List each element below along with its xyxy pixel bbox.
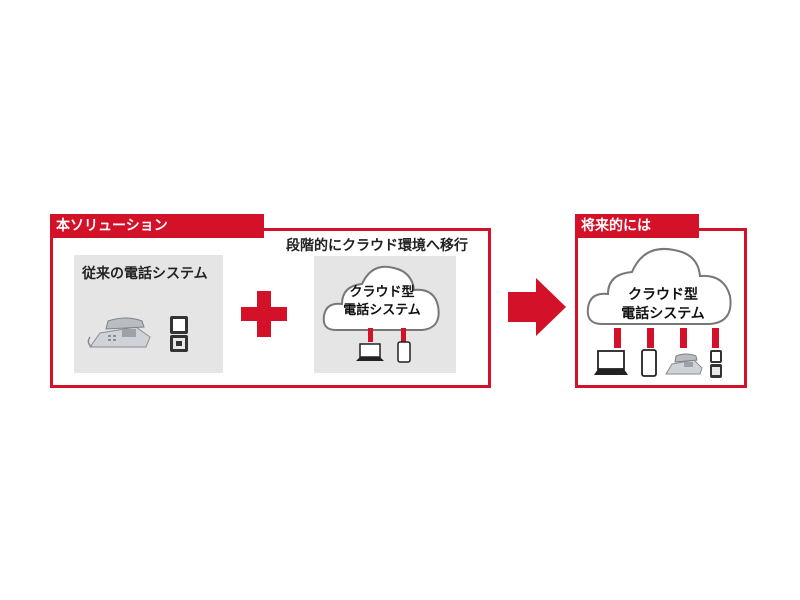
smartphone-icon (397, 341, 411, 363)
laptop-icon (594, 350, 628, 375)
legacy-system-box (74, 255, 223, 373)
smartphone-icon (641, 349, 657, 377)
connector-line (647, 328, 654, 348)
solution-panel-title: 本ソリューション (50, 214, 264, 238)
future-panel-title: 将来的には (575, 214, 699, 238)
connector-line (401, 328, 406, 342)
cloud-label-line1: クラウド型 (349, 285, 415, 300)
connector-line (614, 328, 621, 348)
flip-phone-icon (170, 316, 188, 352)
cloud-label-line2: 電話システム (343, 303, 421, 318)
cloud-label-line1: クラウド型 (628, 287, 698, 303)
legacy-system-label: 従来の電話システム (82, 266, 208, 282)
desk-phone-icon (665, 353, 703, 375)
laptop-icon (356, 343, 384, 361)
migration-label: 段階的にクラウド環境へ移行 (286, 238, 468, 254)
connector-line (680, 328, 687, 348)
connector-line (712, 328, 719, 348)
cloud-icon (322, 265, 440, 331)
arrow-right-icon (508, 278, 566, 336)
connector-line (368, 328, 373, 342)
plus-icon (241, 291, 287, 337)
cloud-icon (586, 248, 732, 325)
desk-phone-icon (87, 317, 151, 348)
flip-phone-icon (710, 350, 722, 378)
cloud-label-line2: 電話システム (621, 306, 705, 322)
